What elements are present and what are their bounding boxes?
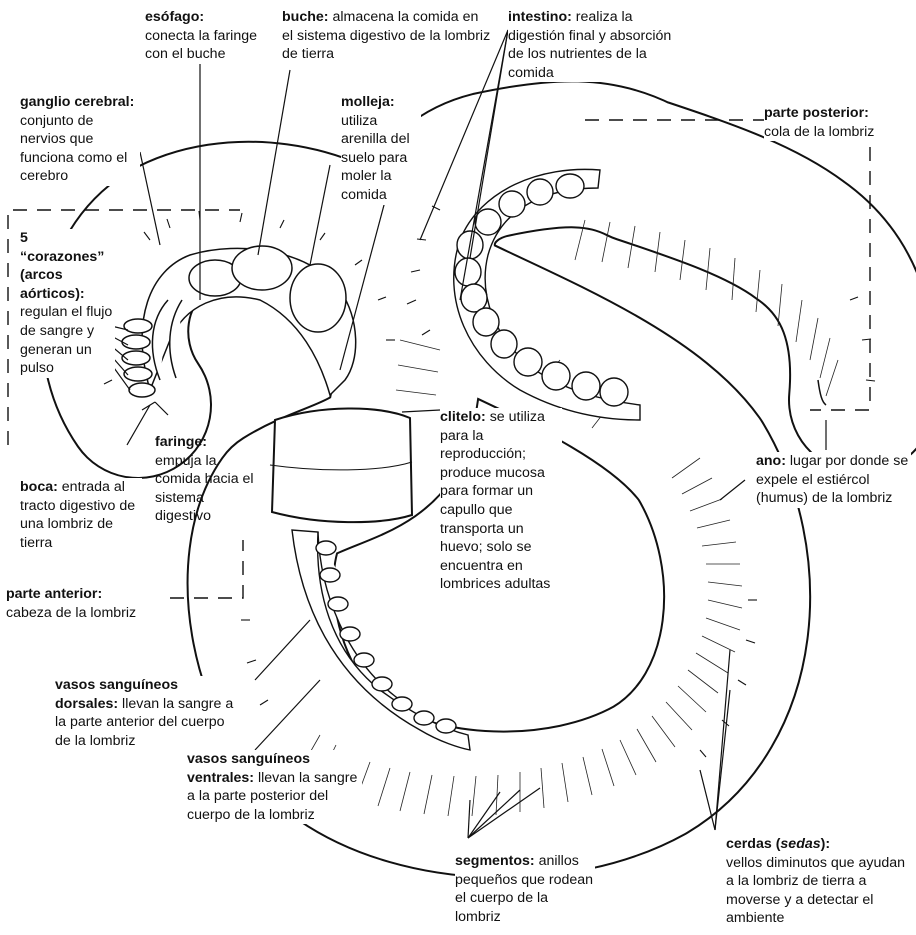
- label-ganglio-desc: conjunto de nervios que funciona como el…: [20, 113, 127, 185]
- label-cerdas-term: cerdas (sedas):: [726, 836, 830, 852]
- label-intestino: intestino: realiza la digestión final y …: [508, 8, 688, 82]
- label-anterior: parte anterior: cabeza de la lombriz: [6, 585, 166, 622]
- label-corazones-desc: regulan el flujo de sangre y generan un …: [20, 304, 112, 376]
- label-molleja-term: molleja:: [341, 94, 395, 110]
- clitellum: [270, 408, 412, 522]
- label-cerdas-term-a: cerdas (: [726, 836, 780, 852]
- label-cerdas-desc: vellos diminutos que ayudan a la lombriz…: [726, 855, 905, 927]
- label-buche: buche: almacena la comida en el sistema …: [282, 8, 492, 64]
- label-posterior-term: parte posterior:: [764, 105, 869, 121]
- label-corazones-term: 5 “corazones” (arcos aórticos):: [20, 230, 104, 302]
- label-cerdas-term-b: ):: [821, 836, 830, 852]
- label-posterior: parte posterior: cola de la lombriz: [764, 104, 899, 141]
- label-faringe-term: faringe:: [155, 434, 207, 450]
- label-cerdas-term-italic: sedas: [780, 836, 820, 852]
- label-cerdas: cerdas (sedas): vellos diminutos que ayu…: [726, 835, 906, 928]
- label-esofago-term: esófago:: [145, 9, 204, 25]
- label-ventrales: vasos sanguíneos ventrales: llevan la sa…: [187, 750, 362, 824]
- label-ganglio-term: ganglio cerebral:: [20, 94, 134, 110]
- label-molleja-desc: utiliza arenilla del suelo para moler la…: [341, 113, 410, 203]
- label-faringe: faringe: empuja la comida hacia el siste…: [155, 433, 255, 526]
- label-corazones: 5 “corazones” (arcos aórticos): regulan …: [20, 229, 115, 378]
- label-clitelo-desc: se utiliza para la reproducción; produce…: [440, 409, 550, 592]
- label-anterior-desc: cabeza de la lombriz: [6, 605, 136, 621]
- label-boca: boca: entrada al tracto digestivo de una…: [20, 478, 142, 552]
- label-boca-term: boca:: [20, 479, 58, 495]
- label-esofago-desc: conecta la faringe con el buche: [145, 28, 257, 63]
- label-dorsales: vasos sanguíneos dorsales: llevan la san…: [55, 676, 240, 750]
- label-clitelo-term: clitelo:: [440, 409, 486, 425]
- label-ganglio: ganglio cerebral: conjunto de nervios qu…: [20, 93, 140, 186]
- label-esofago: esófago: conecta la faringe con el buche: [145, 8, 280, 64]
- label-clitelo: clitelo: se utiliza para la reproducción…: [440, 408, 562, 594]
- label-anterior-term: parte anterior:: [6, 586, 102, 602]
- label-segmentos-term: segmentos:: [455, 853, 535, 869]
- label-molleja: molleja: utiliza arenilla del suelo para…: [341, 93, 421, 205]
- label-ano: ano: lugar por donde se expele el estiér…: [756, 452, 911, 508]
- label-buche-term: buche:: [282, 9, 329, 25]
- label-ano-term: ano:: [756, 453, 786, 469]
- label-segmentos: segmentos: anillos pequeños que rodean e…: [455, 852, 595, 926]
- label-intestino-term: intestino:: [508, 9, 572, 25]
- label-faringe-desc: empuja la comida hacia el sistema digest…: [155, 453, 254, 525]
- label-posterior-desc: cola de la lombriz: [764, 124, 874, 140]
